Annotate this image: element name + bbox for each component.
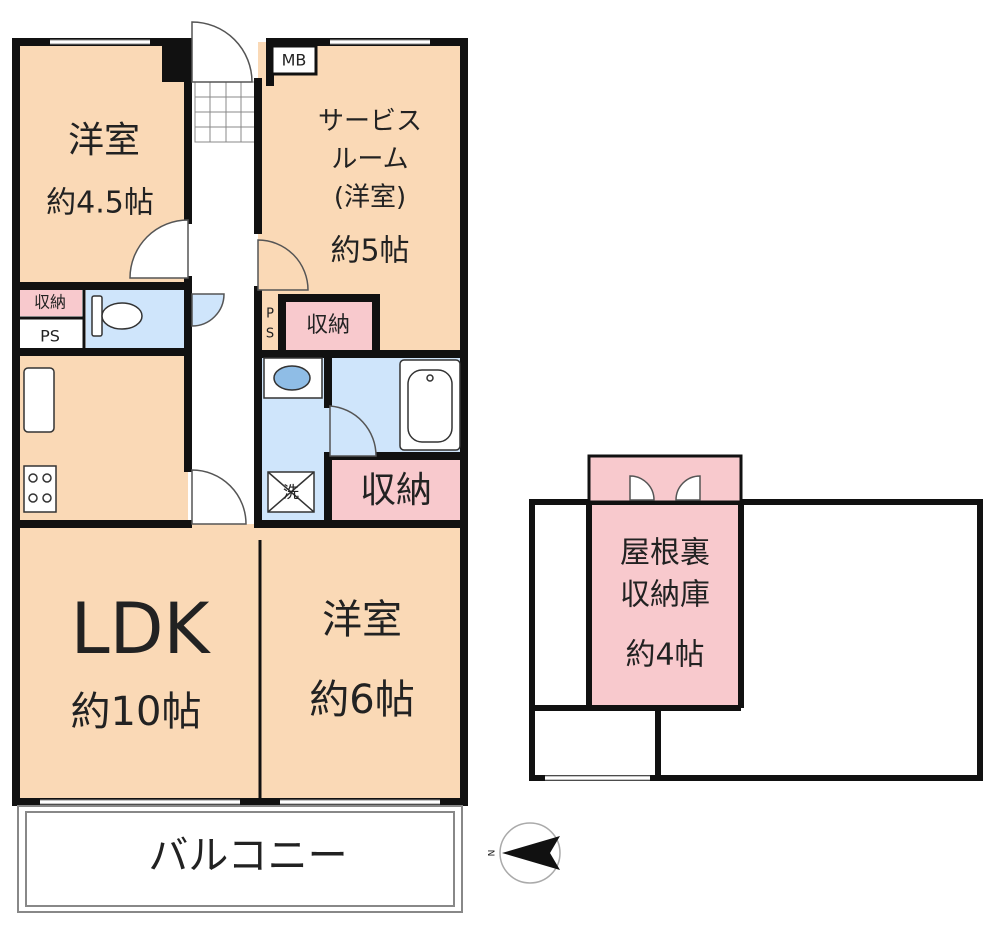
thin-walls bbox=[16, 288, 262, 800]
attic-name-line2: 収納庫 bbox=[620, 578, 710, 613]
toilet-icon bbox=[91, 295, 143, 337]
door-swings bbox=[129, 21, 377, 525]
attic-hatch bbox=[587, 454, 743, 504]
stove-icon bbox=[23, 465, 57, 513]
ps-right-label-top: P bbox=[266, 307, 274, 322]
western2-name: 洋室 bbox=[322, 597, 402, 643]
ldk-name: LDK bbox=[71, 588, 212, 670]
storage-small-left-floor bbox=[16, 288, 82, 316]
balcony-label: バルコニー bbox=[148, 833, 347, 879]
service-name-line1: サービス bbox=[318, 107, 422, 137]
attic-walls bbox=[529, 499, 983, 781]
service-size: 約5帖 bbox=[330, 234, 409, 269]
storage-big-floor bbox=[328, 456, 464, 524]
ps-right-label-bottom: S bbox=[266, 327, 274, 342]
western1-size: 約4.5帖 bbox=[46, 186, 154, 221]
compass-n-label: N bbox=[488, 850, 498, 857]
balcony-outline bbox=[17, 805, 463, 913]
western2-size: 約6帖 bbox=[309, 677, 414, 723]
washer-label: 洗 bbox=[283, 483, 299, 502]
storage-big-label: 収納 bbox=[360, 470, 432, 511]
compass-icon bbox=[499, 822, 561, 884]
attic-name-line1: 屋根裏 bbox=[620, 536, 710, 571]
bathtub-icon bbox=[399, 359, 461, 451]
room-western2-floor bbox=[258, 524, 464, 802]
washer-icon bbox=[267, 471, 315, 513]
storage-service-label: 収納 bbox=[306, 313, 350, 338]
service-name-line3: (洋室) bbox=[334, 183, 406, 213]
storage-small-left-label: 収納 bbox=[34, 293, 66, 312]
kitchen-sink-icon bbox=[23, 367, 55, 433]
ps-left-label: PS bbox=[40, 327, 60, 346]
mb-label: MB bbox=[282, 51, 307, 70]
sink-icon bbox=[263, 357, 323, 399]
attic-size: 約4帖 bbox=[625, 638, 704, 673]
storage-service-floor bbox=[282, 298, 376, 354]
windows bbox=[40, 40, 440, 804]
ldk-size: 約10帖 bbox=[71, 689, 202, 735]
service-name-line2: ルーム bbox=[331, 145, 408, 175]
entry-pillar bbox=[162, 42, 190, 82]
entrance-tiles bbox=[194, 81, 258, 143]
western1-name: 洋室 bbox=[68, 120, 140, 161]
room-ldk-floor bbox=[16, 524, 258, 802]
attic-hatch-doors bbox=[629, 475, 701, 501]
mb-box bbox=[270, 44, 318, 76]
